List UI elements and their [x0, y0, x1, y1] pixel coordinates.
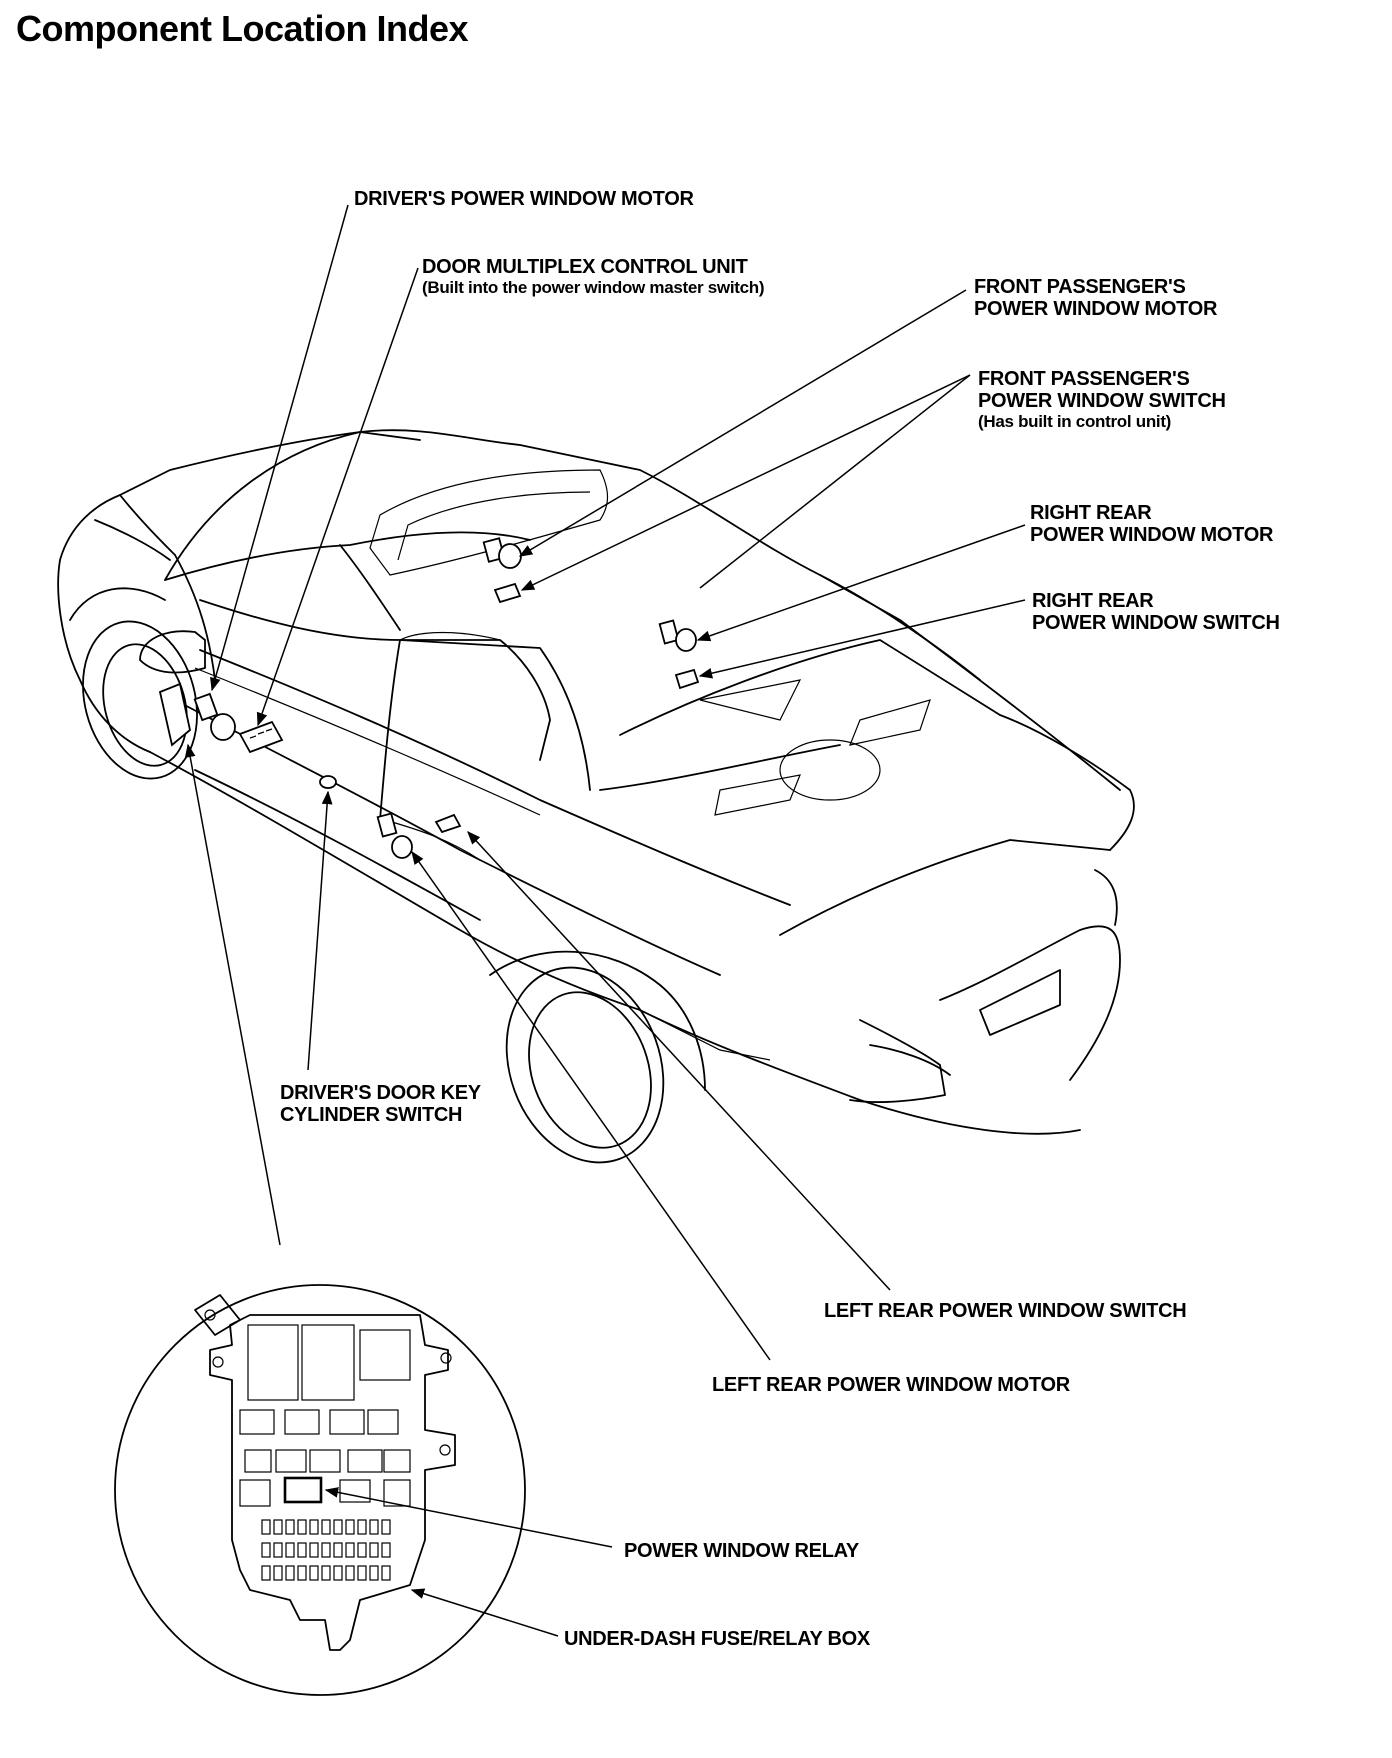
callout-line: POWER WINDOW MOTOR: [974, 298, 1218, 320]
callout-line: DRIVER'S POWER WINDOW MOTOR: [354, 188, 694, 210]
callout-line: POWER WINDOW SWITCH: [1032, 612, 1280, 634]
callout-right-rear-power-window-motor: RIGHT REAR POWER WINDOW MOTOR: [1030, 502, 1273, 546]
page-title: Component Location Index: [16, 8, 469, 49]
callout-line: DRIVER'S DOOR KEY: [280, 1082, 481, 1104]
callout-subtitle: (Has built in control unit): [978, 412, 1172, 431]
component-markers: [158, 537, 700, 859]
callout-line: POWER WINDOW RELAY: [624, 1540, 859, 1562]
callout-line: LEFT REAR POWER WINDOW MOTOR: [712, 1374, 1070, 1396]
callout-line: POWER WINDOW MOTOR: [1030, 524, 1274, 546]
callout-subtitle: (Built into the power window master swit…: [422, 278, 765, 297]
callout-power-window-relay: POWER WINDOW RELAY: [624, 1540, 859, 1562]
callout-drivers-door-key-cylinder-switch: DRIVER'S DOOR KEY CYLINDER SWITCH: [280, 1082, 481, 1126]
callout-front-passengers-power-window-motor: FRONT PASSENGER'S POWER WINDOW MOTOR: [974, 276, 1217, 320]
callout-line: FRONT PASSENGER'S: [978, 368, 1190, 390]
callout-right-rear-power-window-switch: RIGHT REAR POWER WINDOW SWITCH: [1032, 590, 1280, 634]
callout-line: UNDER-DASH FUSE/RELAY BOX: [564, 1628, 870, 1650]
leader-lines: [184, 204, 1026, 1637]
callout-line: RIGHT REAR: [1030, 502, 1152, 524]
fuse-box-inset: [114, 1284, 526, 1696]
callout-line: RIGHT REAR: [1032, 590, 1154, 612]
callout-left-rear-power-window-switch: LEFT REAR POWER WINDOW SWITCH: [824, 1300, 1187, 1322]
callout-left-rear-power-window-motor: LEFT REAR POWER WINDOW MOTOR: [712, 1374, 1070, 1396]
callout-line: DOOR MULTIPLEX CONTROL UNIT: [422, 256, 748, 278]
callout-line: FRONT PASSENGER'S: [974, 276, 1186, 298]
callout-line: LEFT REAR POWER WINDOW SWITCH: [824, 1300, 1187, 1322]
callout-door-multiplex-control-unit: DOOR MULTIPLEX CONTROL UNIT (Built into …: [422, 256, 765, 298]
callout-front-passengers-power-window-switch: FRONT PASSENGER'S POWER WINDOW SWITCH (H…: [978, 368, 1226, 432]
callout-drivers-power-window-motor: DRIVER'S POWER WINDOW MOTOR: [354, 188, 694, 210]
car-illustration: [57, 429, 1135, 1164]
callout-line: POWER WINDOW SWITCH: [978, 390, 1226, 412]
callout-under-dash-fuse-relay-box: UNDER-DASH FUSE/RELAY BOX: [564, 1628, 870, 1650]
callout-line: CYLINDER SWITCH: [280, 1104, 463, 1126]
